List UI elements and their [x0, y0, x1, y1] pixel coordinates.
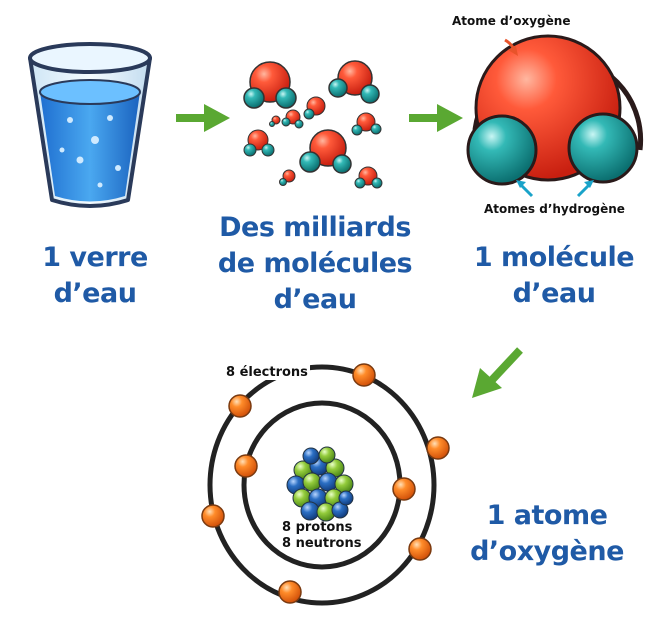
caption-molecules-line-2: de molécules: [217, 248, 413, 279]
caption-atom: 1 atome d’oxygène: [462, 498, 632, 570]
electron-inner-2: [392, 477, 416, 501]
oxygen-atom-label: Atome d’oxygène: [452, 14, 571, 28]
caption-molecule: 1 molécule d’eau: [464, 240, 644, 312]
caption-molecule-line-1: 1 molécule: [473, 242, 635, 273]
flow-arrow-3-icon: [472, 347, 523, 398]
electron-outer-1: [352, 363, 376, 387]
electron-outer-2: [228, 394, 252, 418]
hydrogen-label-arrow-left-icon: [516, 180, 534, 198]
hydrogen-label-arrow-right-icon: [576, 180, 594, 198]
caption-molecules-line-3: d’eau: [273, 284, 357, 315]
electron-outer-5: [408, 537, 432, 561]
oxygen-atom-icon: [201, 363, 450, 606]
water-molecule-icon: [466, 34, 644, 186]
protons-label: 8 protons: [282, 520, 353, 535]
electron-outer-3: [426, 436, 450, 460]
caption-atom-line-1: 1 atome: [486, 500, 608, 531]
electron-inner-1: [234, 454, 258, 478]
oxygen-label-arrow-icon: [504, 38, 518, 56]
electron-outer-6: [278, 580, 302, 604]
electron-outer-4: [201, 504, 225, 528]
caption-molecules: Des milliards de molécules d’eau: [210, 210, 420, 318]
water-molecules-cluster-icon: [243, 60, 383, 189]
electrons-label: 8 électrons: [226, 365, 310, 380]
nucleus-icon: [286, 446, 354, 522]
caption-molecule-line-2: d’eau: [512, 278, 596, 309]
neutrons-label: 8 neutrons: [282, 536, 364, 551]
caption-glass-line-1: 1 verre: [42, 242, 148, 273]
caption-molecules-line-1: Des milliards: [219, 212, 411, 243]
hydrogen-atoms-label: Atomes d’hydrogène: [484, 202, 625, 216]
caption-glass: 1 verre d’eau: [20, 240, 170, 312]
glass-of-water-icon: [28, 42, 152, 208]
flow-arrow-1-icon: [176, 104, 230, 132]
caption-atom-line-2: d’oxygène: [470, 536, 624, 567]
flow-arrow-2-icon: [409, 104, 463, 132]
caption-glass-line-2: d’eau: [53, 278, 137, 309]
